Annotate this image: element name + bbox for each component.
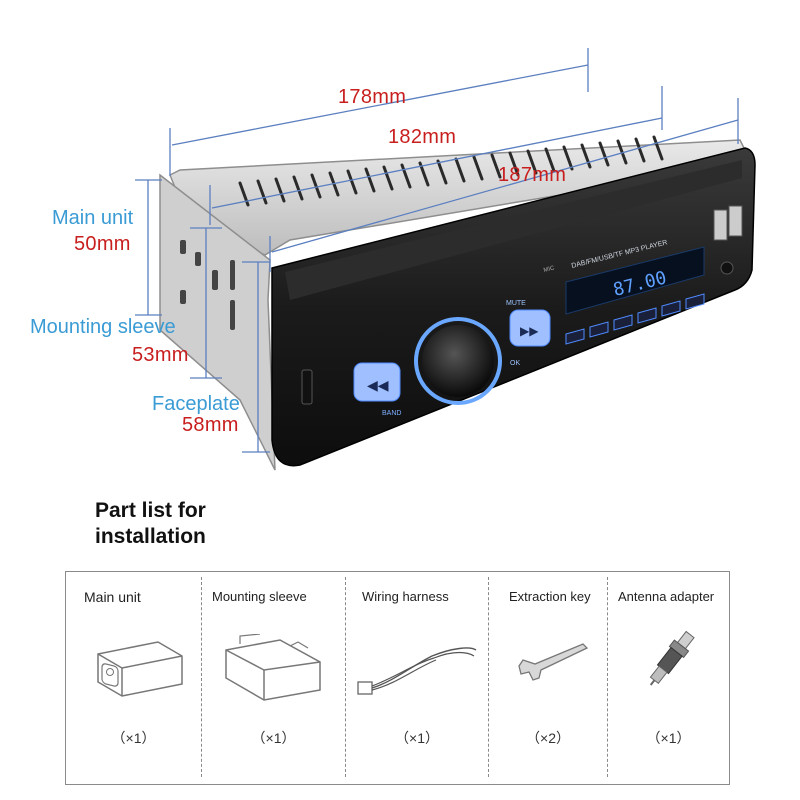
mounting-sleeve-label: Mounting sleeve <box>30 316 176 338</box>
mute-label: MUTE <box>506 300 526 307</box>
part-list-title-line2: installation <box>95 525 206 548</box>
faceplate-label: Faceplate <box>152 393 240 415</box>
part-list-title-line1: Part list for <box>95 499 206 522</box>
part-qty: （×1） <box>646 730 691 746</box>
volume-ring <box>414 317 502 405</box>
mounting-sleeve-icon <box>225 634 321 701</box>
main-unit-icon <box>97 641 183 697</box>
preset-buttons <box>565 293 705 345</box>
wiring-harness-icon <box>357 647 477 695</box>
mic-label: MIC <box>543 265 556 274</box>
extraction-key-icon <box>518 643 589 681</box>
car-radio-illustration: DAB/FM/USB/TF MP3 PLAYER 87.00 MIC ◀◀ BA… <box>135 48 756 471</box>
faceplate: DAB/FM/USB/TF MP3 PLAYER 87.00 MIC ◀◀ BA… <box>271 147 756 467</box>
width-178-label: 178mm <box>338 86 407 108</box>
chassis <box>159 135 746 471</box>
part-list-title: Part list for installation <box>95 498 206 550</box>
faceplate-value: 58mm <box>182 414 239 436</box>
prev-button <box>353 362 401 402</box>
part-label: Main unit <box>84 589 141 605</box>
part-item-antenna-adapter: Antenna adapter （×1） <box>608 572 729 784</box>
main-unit-value: 50mm <box>74 233 131 255</box>
part-item-extraction-key: Extraction key （×2） <box>489 572 607 784</box>
dimension-lines <box>135 48 739 453</box>
parts-box: Main unit （×1） Mounting sleeve （×1） Wiri… <box>65 571 730 785</box>
width-182-label: 182mm <box>388 126 457 148</box>
ok-label: OK <box>510 360 520 367</box>
part-label: Extraction key <box>509 589 591 604</box>
part-label: Wiring harness <box>362 589 449 604</box>
antenna-adapter-icon <box>649 630 695 686</box>
part-qty: （×2） <box>526 730 570 746</box>
part-label: Mounting sleeve <box>212 589 307 604</box>
main-unit-label: Main unit <box>52 207 134 229</box>
usb-port-1 <box>713 209 728 241</box>
part-label: Antenna adapter <box>618 589 715 604</box>
next-button <box>509 309 551 347</box>
mounting-sleeve-value: 53mm <box>132 344 189 366</box>
svg-text:◀◀: ◀◀ <box>367 377 389 393</box>
part-item-wiring-harness: Wiring harness （×1） <box>346 572 488 784</box>
usb-port-2 <box>728 205 743 237</box>
sd-slot <box>301 369 313 405</box>
width-187-label: 187mm <box>498 164 567 186</box>
part-item-main-unit: Main unit （×1） <box>66 572 201 784</box>
part-qty: （×1） <box>395 730 439 746</box>
aux-jack <box>720 261 734 275</box>
part-item-mounting-sleeve: Mounting sleeve （×1） <box>202 572 345 784</box>
band-label: BAND <box>382 410 401 417</box>
part-qty: （×1） <box>111 730 156 746</box>
volume-knob <box>422 325 494 397</box>
part-qty: （×1） <box>251 730 296 746</box>
svg-text:▶▶: ▶▶ <box>520 324 539 338</box>
